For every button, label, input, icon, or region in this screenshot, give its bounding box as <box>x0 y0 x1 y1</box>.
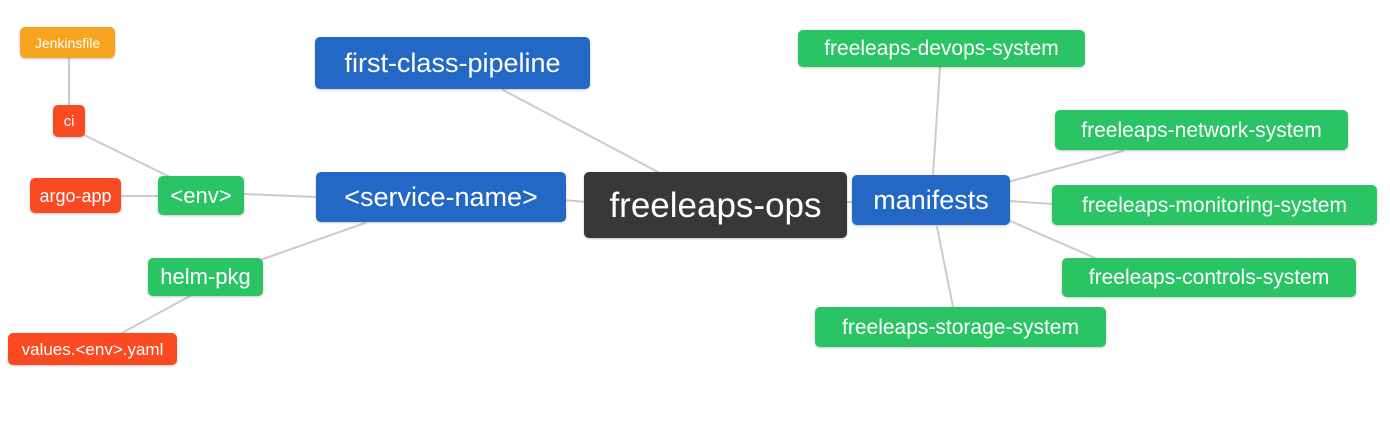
edge-manifests-storage-system <box>936 226 954 308</box>
node-freeleaps-monitoring-system[interactable]: freeleaps-monitoring-system <box>1052 185 1377 225</box>
edge-helm-pkg-service-name <box>262 222 366 260</box>
node-freeleaps-devops-system[interactable]: freeleaps-devops-system <box>798 30 1085 67</box>
node-freeleaps-storage-system[interactable]: freeleaps-storage-system <box>815 307 1106 347</box>
edge-pipeline-freeleaps-ops <box>502 89 659 173</box>
node-jenkinsfile[interactable]: Jenkinsfile <box>20 27 115 58</box>
node-freeleaps-network-system[interactable]: freeleaps-network-system <box>1055 110 1348 150</box>
node-first-class-pipeline[interactable]: first-class-pipeline <box>315 37 590 89</box>
edge-env-service-name <box>243 193 317 198</box>
node-helm-pkg[interactable]: helm-pkg <box>148 258 263 296</box>
node-values-env-yaml[interactable]: values.<env>.yaml <box>8 333 177 365</box>
node-ci[interactable]: ci <box>53 105 85 137</box>
node-manifests[interactable]: manifests <box>852 175 1010 225</box>
edge-ci-env <box>81 133 171 178</box>
edge-manifests-monitoring-system <box>1008 200 1054 205</box>
node-argo-app[interactable]: argo-app <box>30 178 121 213</box>
node-env[interactable]: <env> <box>158 176 244 215</box>
edge-manifests-controls-system <box>1007 219 1096 259</box>
edge-service-name-freeleaps-ops <box>563 199 587 203</box>
node-freeleaps-controls-system[interactable]: freeleaps-controls-system <box>1062 258 1356 297</box>
node-freeleaps-ops[interactable]: freeleaps-ops <box>584 172 847 238</box>
edge-manifests-devops-system <box>932 66 941 176</box>
edge-manifests-network-system <box>1007 150 1124 183</box>
edge-values-helm-pkg <box>121 295 191 334</box>
node-service-name[interactable]: <service-name> <box>316 172 566 222</box>
